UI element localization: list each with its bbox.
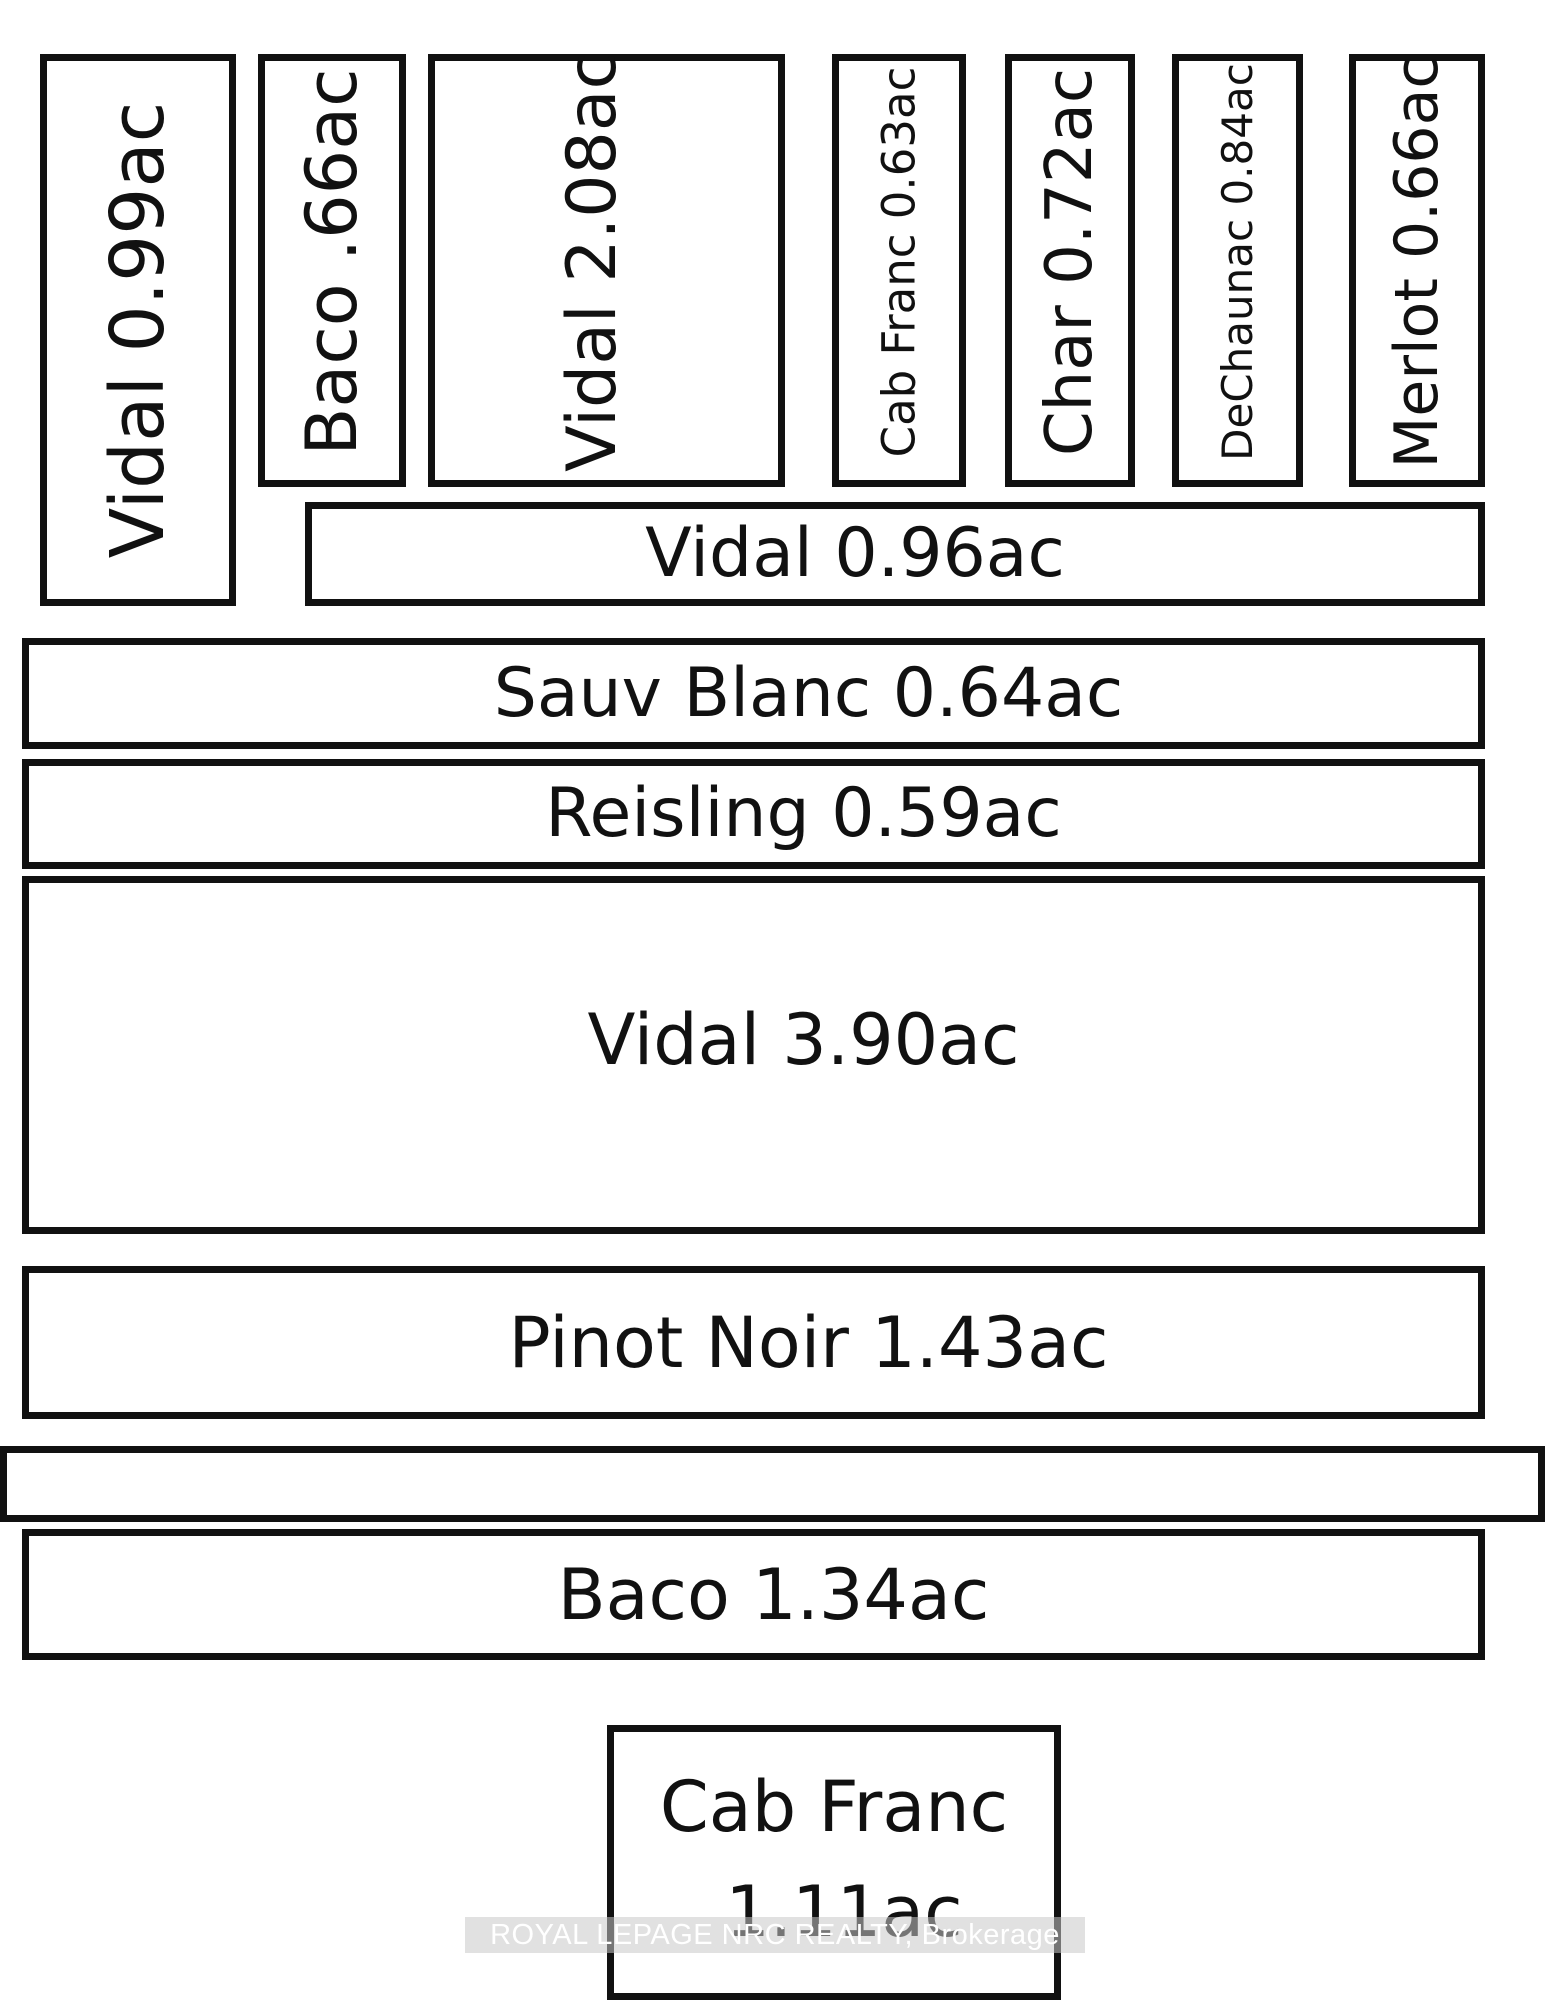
- block-sauv-blanc-0.64-label: Sauv Blanc 0.64ac: [493, 653, 1124, 733]
- block-vidal-2.08: Vidal 2.08ac: [428, 52, 785, 487]
- block-char-0.72-label: Char 0.72ac: [1033, 68, 1107, 457]
- block-baco-0.66: Baco .66ac: [258, 54, 406, 487]
- block-vidal-3.90: Vidal 3.90ac: [22, 876, 1485, 1234]
- block-cab-franc-1.11-label-line1: Cab Franc: [659, 1766, 1009, 1848]
- block-dechaunac-0.84-label: DeChaunac 0.84ac: [1212, 63, 1262, 461]
- block-vidal-3.90-label: Vidal 3.90ac: [587, 999, 1020, 1081]
- block-unlabeled-strip: [0, 1446, 1545, 1522]
- block-sauv-blanc-0.64: Sauv Blanc 0.64ac: [22, 638, 1485, 749]
- block-dechaunac-0.84: DeChaunac 0.84ac: [1172, 54, 1303, 487]
- block-merlot-0.66: Merlot 0.66ac: [1349, 54, 1485, 487]
- block-baco-0.66-label: Baco .66ac: [291, 68, 373, 456]
- block-baco-1.34-label: Baco 1.34ac: [557, 1553, 990, 1636]
- block-baco-1.34: Baco 1.34ac: [22, 1529, 1485, 1660]
- block-cab-franc-0.63-label: Cab Franc 0.63ac: [872, 66, 926, 458]
- block-vidal-0.96-label: Vidal 0.96ac: [645, 514, 1065, 593]
- block-vidal-0.96: Vidal 0.96ac: [305, 502, 1485, 606]
- block-reisling-0.59: Reisling 0.59ac: [22, 759, 1485, 869]
- brokerage-watermark: ROYAL LEPAGE NRC REALTY, Brokerage: [465, 1917, 1085, 1953]
- block-merlot-0.66-label: Merlot 0.66ac: [1382, 55, 1452, 469]
- block-vidal-0.99-label: Vidal 0.99ac: [95, 101, 181, 559]
- block-cab-franc-0.63: Cab Franc 0.63ac: [832, 54, 966, 487]
- block-pinot-noir-1.43-label: Pinot Noir 1.43ac: [508, 1301, 1109, 1384]
- block-pinot-noir-1.43: Pinot Noir 1.43ac: [22, 1266, 1485, 1419]
- block-reisling-0.59-label: Reisling 0.59ac: [545, 774, 1062, 853]
- block-cab-franc-1.11: Cab Franc 1.11ac: [607, 1725, 1061, 2000]
- block-vidal-2.08-label: Vidal 2.08ac: [552, 52, 632, 472]
- block-char-0.72: Char 0.72ac: [1005, 54, 1135, 487]
- block-vidal-0.99: Vidal 0.99ac: [40, 54, 236, 606]
